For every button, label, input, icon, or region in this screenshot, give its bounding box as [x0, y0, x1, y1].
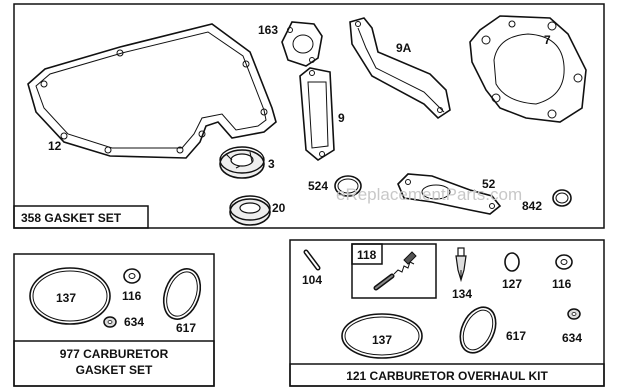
part-134-inlet-needle	[455, 247, 467, 283]
part-137-large-ring	[29, 267, 111, 325]
label-617-a: 617	[176, 321, 196, 335]
label-52: 52	[482, 177, 496, 191]
label-3: 3	[268, 157, 275, 171]
label-134: 134	[452, 287, 472, 301]
part-137-large-ring-kit	[341, 313, 423, 359]
part-118-group-box	[351, 243, 437, 299]
carb-gasket-set-title-line2: GASKET SET	[76, 363, 153, 377]
part-524-ring	[334, 175, 362, 197]
part-634-washer-kit-hole	[571, 312, 577, 316]
part-12-crankcase-gasket	[27, 23, 277, 159]
part-116-washer-hole	[128, 273, 136, 279]
part-116-washer-kit-hole	[560, 259, 568, 265]
label-20: 20	[272, 201, 286, 215]
label-116-b: 116	[552, 277, 572, 291]
part-634-washer-hole	[107, 320, 113, 324]
part-118-label-box	[351, 243, 383, 265]
part-127-disc	[504, 252, 520, 272]
carb-gasket-set-title-line1: 977 CARBURETOR	[60, 347, 169, 361]
part-842-ring	[552, 189, 572, 207]
part-52-exhaust-gasket	[397, 173, 502, 215]
overhaul-kit-title: 121 CARBURETOR OVERHAUL KIT	[346, 369, 548, 383]
label-842: 842	[522, 199, 542, 213]
part-617-oval-ring-kit	[459, 306, 497, 354]
part-842-ring-inner	[555, 192, 569, 204]
part-137-large-ring-kit-inner	[344, 316, 420, 356]
gasket-set-title-box	[13, 205, 149, 229]
label-9a: 9A	[396, 41, 412, 55]
part-617-oval-ring-kit-inner	[462, 309, 494, 351]
label-634-a: 634	[124, 315, 144, 329]
label-116-a: 116	[122, 289, 142, 303]
part-104-pin-highlight	[305, 251, 319, 269]
part-3-oil-seal	[219, 146, 265, 179]
label-9: 9	[338, 111, 345, 125]
label-617-b: 617	[506, 329, 526, 343]
label-118: 118	[357, 248, 377, 262]
watermark: eReplacementParts.com	[336, 185, 522, 204]
label-127: 127	[502, 277, 522, 291]
label-524: 524	[308, 179, 328, 193]
label-104: 104	[302, 273, 322, 287]
part-7-head-gasket	[469, 15, 587, 123]
part-617-oval-ring-inner	[166, 271, 198, 317]
part-20-oil-seal	[229, 195, 271, 226]
part-617-oval-ring	[162, 268, 202, 320]
part-9-valve-cover-gasket	[299, 67, 335, 161]
label-137-b: 137	[372, 333, 392, 347]
part-9a-breather-gasket	[349, 17, 451, 120]
gasket-set-title: 358 GASKET SET	[21, 211, 122, 225]
carb-gasket-set-panel: 977 CARBURETOR GASKET SET 137 116 634 61…	[13, 253, 215, 387]
gasket-set-panel: 358 GASKET SET 12 163	[13, 3, 605, 229]
carb-gasket-set-title-box	[13, 340, 215, 387]
part-118-mixture-screw	[373, 251, 417, 291]
label-634-b: 634	[562, 331, 582, 345]
part-524-ring-inner	[337, 178, 359, 194]
part-137-large-ring-inner	[32, 270, 108, 322]
label-163: 163	[258, 23, 278, 37]
label-12: 12	[48, 139, 62, 153]
label-137-a: 137	[56, 291, 76, 305]
label-7: 7	[544, 33, 551, 47]
overhaul-kit-panel: 121 CARBURETOR OVERHAUL KIT 104 118 134 …	[289, 239, 605, 387]
part-163-flange-gasket	[281, 21, 323, 67]
overhaul-kit-title-box	[289, 363, 605, 387]
gasket-set-border	[13, 3, 605, 229]
